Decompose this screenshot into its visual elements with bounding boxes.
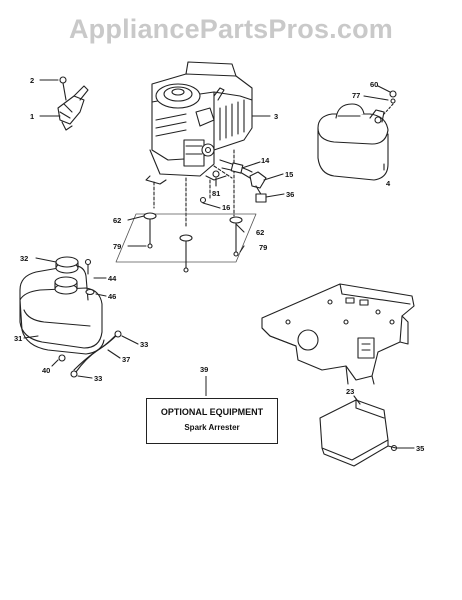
part-label-1: 1 (30, 112, 34, 121)
part-label-2: 2 (30, 76, 34, 85)
part-label-32: 32 (20, 254, 28, 263)
mount-hardware-drawing (115, 212, 257, 273)
part-label-81: 81 (212, 189, 220, 198)
part-labels: 2 1 3 60 77 4 14 15 36 81 16 62 62 79 79… (14, 76, 424, 453)
exhaust-pipe-drawing (199, 159, 285, 209)
part-label-23: 23 (346, 387, 354, 396)
part-label-46: 46 (108, 292, 116, 301)
part-label-4: 4 (386, 179, 391, 188)
part-label-36: 36 (286, 190, 294, 199)
part-label-62a: 62 (113, 216, 121, 225)
part-label-33b: 33 (94, 374, 102, 383)
engine-mount-plate-drawing (261, 283, 415, 385)
fuel-tank-drawing (19, 256, 139, 379)
muffler-drawing (317, 85, 397, 181)
part-label-31: 31 (14, 334, 22, 343)
part-label-3: 3 (274, 112, 278, 121)
part-label-37: 37 (122, 355, 130, 364)
part-label-44: 44 (108, 274, 117, 283)
part-label-33a: 33 (140, 340, 148, 349)
engine-drawing (145, 61, 271, 229)
part-label-15: 15 (285, 170, 293, 179)
part-label-60: 60 (370, 80, 378, 89)
part-label-62b: 62 (256, 228, 264, 237)
throttle-control-drawing (39, 76, 89, 131)
part-label-14: 14 (261, 156, 270, 165)
part-label-39: 39 (200, 365, 208, 374)
optional-equipment-box: OPTIONAL EQUIPMENT Spark Arrester (146, 398, 278, 444)
part-label-79a: 79 (113, 242, 121, 251)
part-label-77: 77 (352, 91, 360, 100)
spark-arrester-drawing (319, 395, 415, 467)
optional-equipment-subtitle: Spark Arrester (184, 423, 240, 432)
part-label-16: 16 (222, 203, 230, 212)
part-label-35: 35 (416, 444, 424, 453)
watermark: AppliancePartsPros.com (68, 14, 393, 44)
optional-equipment-title: OPTIONAL EQUIPMENT (160, 407, 264, 417)
part-label-79b: 79 (259, 243, 267, 252)
part-label-40: 40 (42, 366, 50, 375)
